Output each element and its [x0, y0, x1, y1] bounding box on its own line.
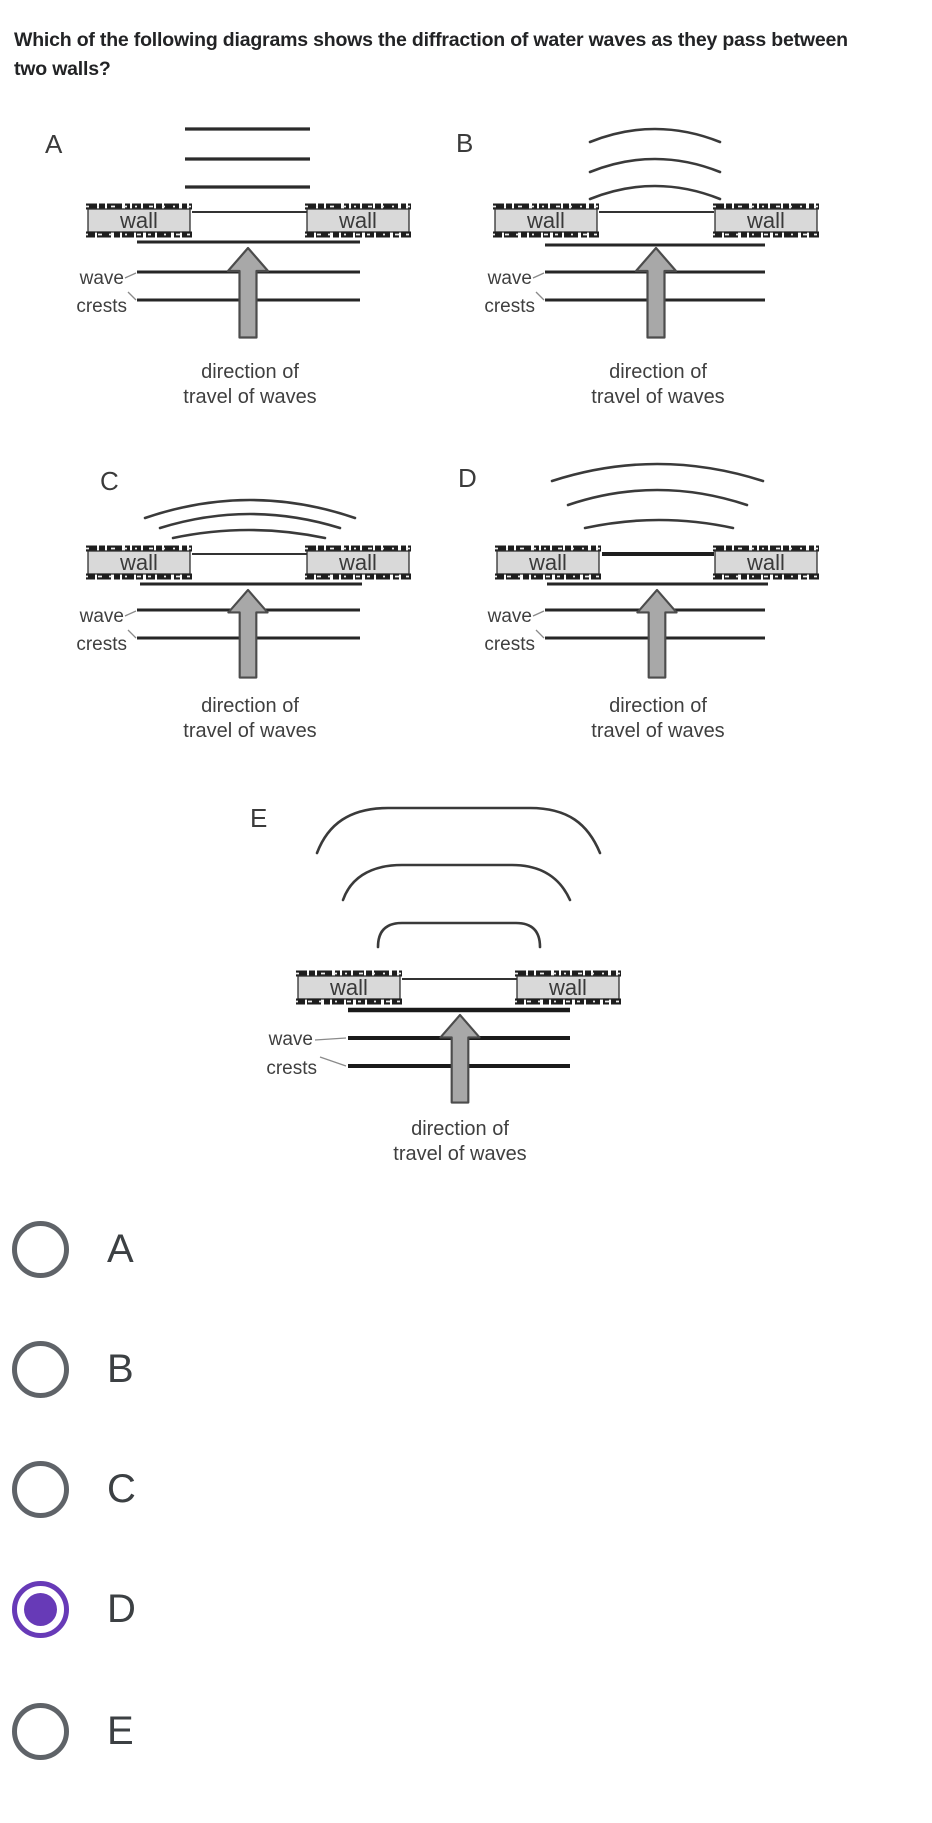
crests-label: crests: [76, 634, 127, 655]
wall-left: [86, 549, 192, 577]
leader-lines: [532, 272, 545, 301]
radio-icon[interactable]: [12, 1460, 69, 1518]
wave-pattern-straight: [185, 127, 310, 189]
direction-arrow: [227, 588, 269, 679]
option-label: B: [107, 1347, 134, 1391]
wall-left: [493, 207, 599, 235]
caption-line2: travel of waves: [591, 720, 724, 742]
direction-arrow: [634, 246, 678, 339]
radio-option-c[interactable]: C: [12, 1460, 136, 1518]
leader-lines: [124, 272, 137, 301]
diagram-letter: A: [45, 129, 63, 159]
wave-pattern-spreading-arcs: [550, 462, 765, 530]
direction-arrow: [636, 588, 678, 679]
wave-pattern-tight-arcs: [143, 498, 357, 540]
caption-line1: direction of: [201, 695, 299, 717]
wall-right: [713, 207, 819, 235]
option-label: E: [107, 1709, 134, 1753]
diagram-a: wall A wave crests direction of travel: [45, 127, 411, 408]
option-label: C: [107, 1467, 136, 1511]
radio-icon[interactable]: [12, 1580, 69, 1638]
diagram-letter: E: [250, 803, 267, 833]
option-label: D: [107, 1587, 136, 1631]
wall-right: [305, 549, 411, 577]
wave-label: wave: [268, 1029, 313, 1050]
wall-left: [86, 207, 192, 235]
radio-option-a[interactable]: A: [12, 1220, 134, 1278]
caption-line1: direction of: [411, 1118, 509, 1140]
crests-label: crests: [484, 634, 535, 655]
caption-line1: direction of: [609, 361, 707, 383]
caption-line2: travel of waves: [183, 720, 316, 742]
caption-line2: travel of waves: [591, 386, 724, 408]
radio-icon[interactable]: [12, 1220, 69, 1278]
direction-arrow: [226, 246, 270, 339]
diagram-letter: D: [458, 463, 477, 493]
diagram-b: B wave crests direction of travel of wav…: [456, 127, 830, 408]
radio-icon[interactable]: [12, 1702, 69, 1760]
wave-label: wave: [79, 268, 124, 289]
wave-label: wave: [487, 606, 532, 627]
caption-line2: travel of waves: [183, 386, 316, 408]
radio-option-d[interactable]: D: [12, 1580, 136, 1638]
caption-line2: travel of waves: [393, 1143, 526, 1165]
diagram-e: E wave crests direction of travel of wav…: [250, 803, 740, 1165]
radio-icon[interactable]: [12, 1340, 69, 1398]
option-label: A: [107, 1227, 134, 1271]
diagram-letter: C: [100, 466, 119, 496]
wall-right: [515, 974, 621, 1002]
diagram-c: C wave crests direction of travel of wav…: [76, 466, 411, 742]
wall-right: [305, 207, 411, 235]
direction-arrow: [439, 1013, 481, 1104]
crests-label: crests: [484, 296, 535, 317]
leader-lines: [532, 610, 545, 639]
question-text: Which of the following diagrams shows th…: [14, 29, 848, 80]
wave-pattern-arcs: [588, 127, 722, 201]
wave-pattern-flat-arcs: [315, 806, 602, 949]
diagram-letter: B: [456, 128, 473, 158]
wall-right: [713, 549, 819, 577]
wall-left: [495, 549, 601, 577]
radio-option-e[interactable]: E: [12, 1702, 134, 1760]
leader-lines: [314, 1037, 347, 1067]
wave-label: wave: [79, 606, 124, 627]
crests-label: crests: [266, 1058, 317, 1079]
radio-option-b[interactable]: B: [12, 1340, 134, 1398]
caption-line1: direction of: [609, 695, 707, 717]
leader-lines: [124, 610, 137, 639]
caption-line1: direction of: [201, 361, 299, 383]
crests-label: crests: [76, 296, 127, 317]
wave-label: wave: [487, 268, 532, 289]
wall-left: [296, 974, 402, 1002]
diagram-d: D wave crests direction of travel of wav…: [458, 462, 830, 742]
